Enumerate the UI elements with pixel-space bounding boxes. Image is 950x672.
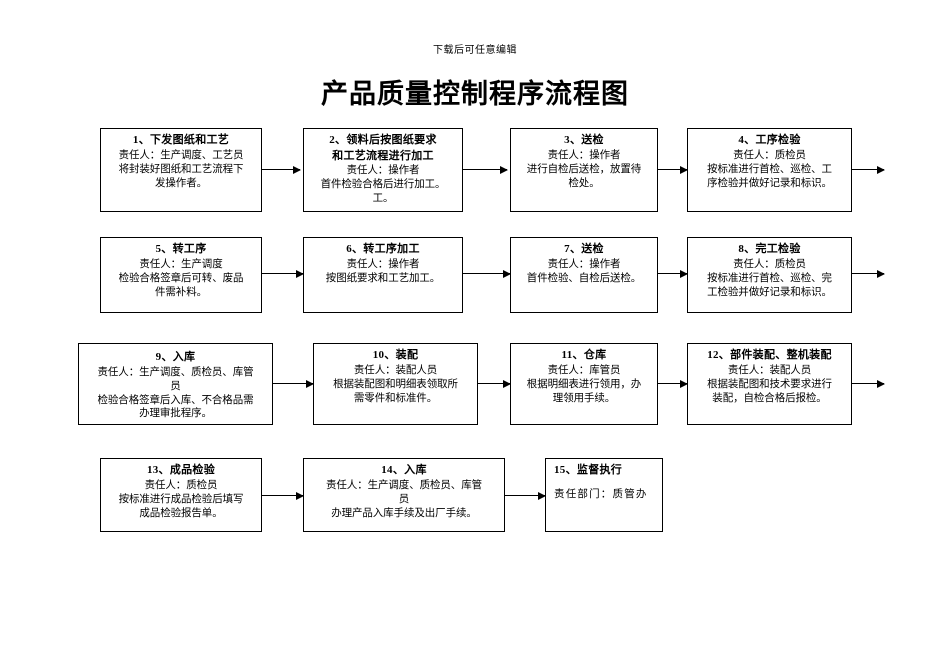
flow-node-13-line-3: 成品检验报告单。 (139, 507, 223, 519)
arrow-5-to-6 (262, 273, 303, 275)
flow-node-7-line-1: 责任人：操作者 (547, 258, 621, 270)
flow-node-10-line-3: 需零件和标准件。 (353, 392, 438, 404)
flow-node-9[interactable]: 9、入库 责任人：生产调度、质检员、库管 员 检验合格签章后入库、不合格品需 办… (78, 343, 273, 425)
flow-node-11-line-1: 责任人：库管员 (547, 364, 621, 376)
flow-node-13-line-1: 责任人：质检员 (144, 479, 218, 491)
flow-node-10-line-1: 责任人：装配人员 (353, 364, 438, 376)
flow-node-3-line-3: 检处。 (568, 177, 600, 189)
flow-node-3[interactable]: 3、送检 责任人：操作者 进行自检后送检，放置待 检处。 (510, 128, 658, 212)
flow-node-13-title: 13、成品检验 (146, 464, 216, 476)
flow-node-5-title: 5、转工序 (155, 243, 207, 255)
arrow-1-to-2 (262, 169, 300, 171)
flow-node-10[interactable]: 10、装配 责任人：装配人员 根据装配图和明细表领取所 需零件和标准件。 (313, 343, 478, 425)
arrow-9-to-10 (273, 383, 313, 385)
flow-node-4-line-2: 按标准进行首检、巡检、工 (707, 163, 832, 175)
arrow-4-to-next-row (852, 169, 884, 171)
flow-node-8-line-1: 责任人：质检员 (733, 258, 806, 270)
flow-node-15[interactable]: 15、监督执行 责任部门：质管办 (545, 458, 663, 532)
flow-node-7-line-2: 首件检验、自检后送检。 (526, 272, 642, 284)
flow-node-13-line-2: 按标准进行成品检验后填写 (118, 493, 244, 505)
flow-node-9-line-2: 员 (170, 380, 181, 392)
flow-node-1-line-2: 将封装好图纸和工艺流程下 (118, 163, 244, 175)
flow-node-1[interactable]: 1、下发图纸和工艺 责任人：生产调度、工艺员 将封装好图纸和工艺流程下 发操作者… (100, 128, 262, 212)
flow-node-8[interactable]: 8、完工检验 责任人：质检员 按标准进行首检、巡检、完 工检验并做好记录和标识。 (687, 237, 852, 313)
flow-node-1-line-1: 责任人：生产调度、工艺员 (118, 149, 244, 161)
flow-node-6-title: 6、转工序加工 (346, 243, 420, 255)
flow-node-8-line-3: 工检验并做好记录和标识。 (707, 286, 832, 298)
flow-node-5-line-1: 责任人：生产调度 (139, 258, 223, 270)
flow-node-11-line-3: 理领用手续。 (552, 392, 616, 404)
arrow-2-to-3 (463, 169, 507, 171)
flow-node-5-line-2: 检验合格签章后可转、废品 (118, 272, 244, 284)
flow-node-12-line-3: 装配，自检合格后报检。 (712, 392, 827, 404)
flow-node-12[interactable]: 12、部件装配、整机装配 责任人：装配人员 根据装配图和技术要求进行 装配，自检… (687, 343, 852, 425)
flow-node-14-line-3: 办理产品入库手续及出厂手续。 (331, 507, 477, 519)
flow-node-11[interactable]: 11、仓库 责任人：库管员 根据明细表进行领用，办 理领用手续。 (510, 343, 658, 425)
flow-node-7-title: 7、送检 (564, 243, 604, 255)
flow-node-2-line-3: 工。 (372, 193, 394, 205)
arrow-3-to-4 (658, 169, 687, 171)
flow-node-2-title: 2、领料后按图纸要求 (329, 134, 437, 146)
flow-node-8-title: 8、完工检验 (738, 243, 801, 255)
flow-node-15-title: 15、监督执行 (554, 464, 623, 476)
arrow-14-to-15 (505, 495, 545, 497)
flow-node-12-title: 12、部件装配、整机装配 (707, 349, 832, 361)
flow-node-4-line-3: 序检验并做好记录和标识。 (707, 177, 832, 189)
flow-node-10-line-2: 根据装配图和明细表领取所 (333, 378, 458, 390)
flow-node-13[interactable]: 13、成品检验 责任人：质检员 按标准进行成品检验后填写 成品检验报告单。 (100, 458, 262, 532)
flow-node-9-title: 9、入库 (155, 351, 196, 363)
arrow-6-to-7 (463, 273, 510, 275)
flow-node-1-line-3: 发操作者。 (155, 177, 207, 189)
arrow-7-to-8 (658, 273, 687, 275)
flow-node-2-title-2: 和工艺流程进行加工 (332, 149, 434, 162)
document-header-note: 下载后可任意编辑 (433, 45, 517, 56)
flow-node-4-line-1: 责任人：质检员 (733, 149, 806, 161)
flow-node-14-line-2: 员 (398, 493, 410, 505)
flow-node-9-line-3: 检验合格签章后入库、不合格品需 (97, 394, 254, 406)
flow-node-5-line-3: 件需补料。 (155, 286, 207, 298)
flow-node-14[interactable]: 14、入库 责任人：生产调度、质检员、库管 员 办理产品入库手续及出厂手续。 (303, 458, 505, 532)
flow-node-3-title: 3、送检 (564, 134, 604, 146)
flow-node-7[interactable]: 7、送检 责任人：操作者 首件检验、自检后送检。 (510, 237, 658, 313)
arrow-12-to-next-row (852, 383, 884, 385)
arrow-8-to-next-row (852, 273, 884, 275)
flow-node-12-line-1: 责任人：装配人员 (727, 364, 812, 376)
flow-node-1-title: 1、下发图纸和工艺 (132, 134, 230, 146)
flow-node-2-line-2: 首件检验合格后进行加工。 (320, 179, 446, 191)
page-title: 产品质量控制程序流程图 (321, 79, 629, 109)
arrow-11-to-12 (658, 383, 687, 385)
flow-node-14-line-1: 责任人：生产调度、质检员、库管 (326, 479, 482, 491)
flow-node-9-line-4: 办理审批程序。 (139, 408, 212, 420)
flow-node-11-line-2: 根据明细表进行领用，办 (526, 378, 642, 390)
flow-node-6-line-1: 责任人：操作者 (346, 258, 420, 270)
arrow-10-to-11 (478, 383, 510, 385)
flow-node-12-line-2: 根据装配图和技术要求进行 (707, 378, 832, 390)
flow-node-6-line-2: 按图纸要求和工艺加工。 (325, 272, 441, 284)
flow-node-4[interactable]: 4、工序检验 责任人：质检员 按标准进行首检、巡检、工 序检验并做好记录和标识。 (687, 128, 852, 212)
flow-node-6[interactable]: 6、转工序加工 责任人：操作者 按图纸要求和工艺加工。 (303, 237, 463, 313)
flow-node-11-title: 11、仓库 (561, 349, 607, 361)
arrow-13-to-14 (262, 495, 303, 497)
flow-node-2[interactable]: 2、领料后按图纸要求 和工艺流程进行加工 责任人：操作者 首件检验合格后进行加工… (303, 128, 463, 212)
flow-node-14-title: 14、入库 (381, 464, 427, 476)
flow-node-4-title: 4、工序检验 (738, 134, 801, 146)
flow-node-9-line-1: 责任人：生产调度、质检员、库管 (97, 366, 254, 378)
flow-node-2-line-1: 责任人：操作者 (346, 165, 420, 177)
flow-node-8-line-2: 按标准进行首检、巡检、完 (707, 272, 832, 284)
flow-node-10-title: 10、装配 (372, 349, 419, 361)
flow-node-3-line-1: 责任人：操作者 (547, 149, 621, 161)
flow-node-3-line-2: 进行自检后送检，放置待 (526, 163, 642, 175)
flow-node-5[interactable]: 5、转工序 责任人：生产调度 检验合格签章后可转、废品 件需补料。 (100, 237, 262, 313)
flow-node-15-line-1: 责任部门：质管办 (554, 488, 648, 500)
